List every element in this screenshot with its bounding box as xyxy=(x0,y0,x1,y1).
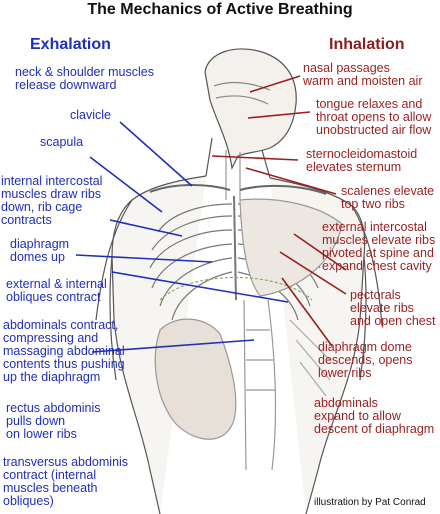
label-tongue-throat: tongue relaxes and throat opens to allow… xyxy=(316,97,432,137)
rectus-abdominis xyxy=(243,299,277,471)
left-arm xyxy=(95,199,133,381)
abdominal-organs xyxy=(154,318,237,440)
nasal-cavity xyxy=(213,81,271,105)
leader-nasal-passages xyxy=(249,75,301,93)
neck xyxy=(205,137,271,179)
clavicle-bone xyxy=(149,184,327,195)
leader-obliques xyxy=(111,271,289,303)
label-pectorals: pectorals elevate ribs and open chest xyxy=(350,288,436,328)
label-obliques: external & internal obliques contract xyxy=(6,277,107,304)
leader-tongue xyxy=(247,111,311,119)
label-neck-shoulder: neck & shoulder muscles release downward xyxy=(15,65,154,92)
label-external-intercostal: external intercostal muscles elevate rib… xyxy=(322,220,436,273)
exhalation-heading: Exhalation xyxy=(30,36,111,53)
leader-pectorals xyxy=(279,251,347,295)
label-scalenes: scalenes elevate top two ribs xyxy=(341,184,435,211)
leader-diaphragm xyxy=(75,254,213,263)
label-internal-intercostal: internal intercostal muscles draw ribs d… xyxy=(1,174,103,227)
label-sternocleidomastoid: sternocleidomastoid elevates sternum xyxy=(306,147,418,174)
pectoral-muscle xyxy=(239,198,343,297)
label-clavicle: clavicle xyxy=(70,108,111,122)
inhalation-leader-lines xyxy=(211,75,347,347)
trachea xyxy=(225,150,241,200)
illustration-credit: illustration by Pat Conrad xyxy=(314,497,426,508)
leader-diaphragm-dome xyxy=(281,277,333,347)
sternum xyxy=(233,195,237,301)
diagram-title: The Mechanics of Active Breathing xyxy=(87,1,353,18)
head-outline xyxy=(204,48,297,170)
leader-abdominals xyxy=(91,339,255,353)
label-abdominals-expand: abdominals expand to allow descent of di… xyxy=(314,396,435,436)
exhalation-leader-lines xyxy=(75,121,289,353)
leader-scapula xyxy=(89,156,163,213)
label-scapula: scapula xyxy=(40,135,84,149)
label-diaphragm-descends: diaphragm dome descends, opens lower rib… xyxy=(318,340,413,380)
label-rectus-abdominis: rectus abdominis pulls down on lower rib… xyxy=(6,401,101,441)
label-transversus-abdominis: transversus abdominis contract (internal… xyxy=(3,455,129,508)
label-abdominals-contract: abdominals contract, compressing and mas… xyxy=(3,318,125,384)
leader-internal-intercostal xyxy=(109,219,183,237)
diaphragm-dome xyxy=(159,276,313,301)
inhalation-heading: Inhalation xyxy=(329,36,405,53)
leader-external-intercostal xyxy=(293,233,347,271)
label-nasal-passages: nasal passages warm and moisten air xyxy=(303,61,423,88)
right-arm xyxy=(351,205,383,381)
label-diaphragm-exhale: diaphragm domes up xyxy=(10,237,70,264)
leader-sternocleidomastoid xyxy=(211,155,299,161)
oblique-muscle xyxy=(289,319,331,397)
leader-clavicle xyxy=(119,121,193,187)
leader-scalenes xyxy=(245,167,337,195)
